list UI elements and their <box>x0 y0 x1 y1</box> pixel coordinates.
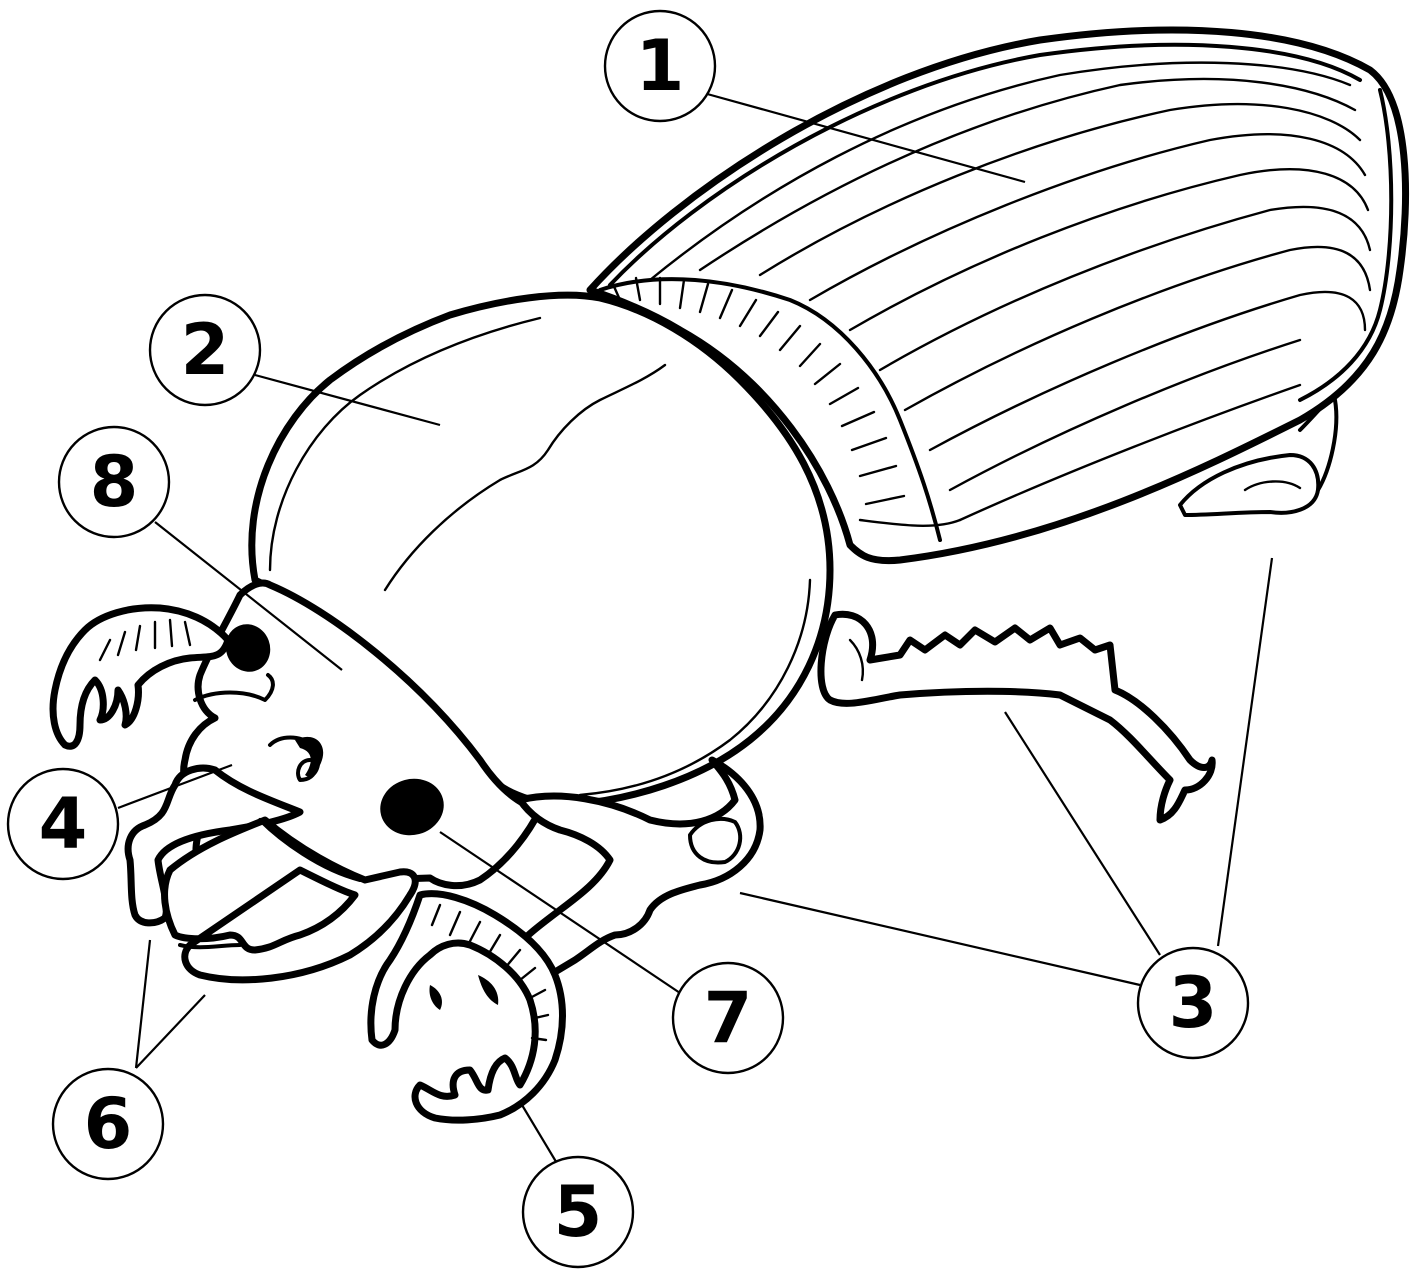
callout-6[interactable]: 6 <box>53 1069 163 1179</box>
callout-2-label: 2 <box>181 309 230 391</box>
middle-leg <box>821 614 1212 820</box>
callout-7-label: 7 <box>704 977 753 1059</box>
callout-8-label: 8 <box>90 441 139 523</box>
callout-1-label: 1 <box>636 25 685 107</box>
leader-6a <box>136 940 150 1068</box>
callout-6-label: 6 <box>84 1083 133 1165</box>
callout-3[interactable]: 3 <box>1138 948 1248 1058</box>
callout-4-label: 4 <box>39 783 88 865</box>
callout-3-label: 3 <box>1169 962 1218 1044</box>
callout-8[interactable]: 8 <box>59 427 169 537</box>
callout-5[interactable]: 5 <box>523 1157 633 1267</box>
leader-3b <box>740 893 1140 985</box>
leader-6b <box>136 995 205 1068</box>
callout-4[interactable]: 4 <box>8 769 118 879</box>
callout-1[interactable]: 1 <box>605 11 715 121</box>
callout-7[interactable]: 7 <box>673 963 783 1073</box>
callout-5-label: 5 <box>554 1171 603 1253</box>
callout-2[interactable]: 2 <box>150 295 260 405</box>
leader-5 <box>522 1105 558 1165</box>
leader-3c <box>1218 558 1272 946</box>
